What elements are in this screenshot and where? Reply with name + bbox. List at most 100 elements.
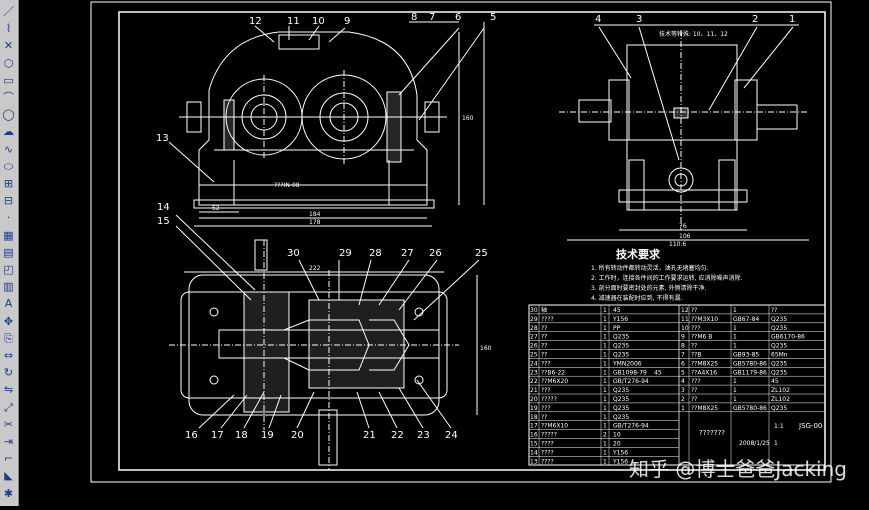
bom-cell: ???	[541, 360, 551, 367]
rotate-tool-icon[interactable]: ↻	[3, 366, 14, 380]
bom-cell: PP	[613, 325, 621, 332]
bom-cell: 17	[530, 423, 538, 430]
mirror-tool-icon[interactable]: ⇋	[3, 383, 14, 397]
title-block-date: 2008/1/25	[739, 440, 770, 447]
region-tool-icon[interactable]: ◰	[3, 263, 14, 276]
balloon: 24	[445, 430, 458, 441]
bom-cell: Q235	[771, 405, 787, 412]
drawing-canvas[interactable]: 12 11 10 9 8 7 6 5 13 52 184 178 160 ???…	[19, 0, 869, 506]
circle-tool-icon[interactable]: ◯	[2, 108, 15, 122]
hatch-tool-icon[interactable]: ▦	[3, 228, 14, 242]
balloon: 6	[455, 12, 461, 23]
bom-cell: ??	[691, 343, 697, 350]
stretch-tool-icon[interactable]: ⇔	[3, 349, 14, 362]
bom-cell: 1	[603, 405, 607, 412]
bom-cell: ?????	[541, 432, 557, 439]
bom-cell: Q235	[771, 369, 787, 376]
fillet-tool-icon[interactable]: ⌐	[3, 452, 14, 466]
copy-tool-icon[interactable]: ⎘	[4, 331, 13, 345]
cad-drawing[interactable]: 12 11 10 9 8 7 6 5 13 52 184 178 160 ???…	[19, 0, 869, 506]
plan-view	[169, 214, 480, 470]
trim-tool-icon[interactable]: ✂	[3, 417, 14, 431]
balloon: 18	[235, 430, 248, 441]
insert-block-tool-icon[interactable]: ⊞	[3, 177, 14, 190]
bom-cell: 1	[603, 334, 607, 341]
watermark: 知乎 @博士爸爸Jacking	[628, 457, 847, 481]
construction-line-tool-icon[interactable]: ✕	[3, 39, 14, 53]
bom-cell: 1	[733, 334, 737, 341]
balloon: 30	[287, 248, 300, 259]
bom-cell: 1	[733, 307, 737, 314]
bom-cell: 1	[603, 343, 607, 350]
polygon-tool-icon[interactable]: ⬡	[3, 56, 14, 70]
bom-cell: Q235	[613, 387, 629, 394]
bom-cell: ??B6-22	[541, 369, 565, 376]
bom-cell: 1	[733, 387, 737, 394]
bom-cell: 25	[530, 352, 538, 359]
balloon: 16	[185, 430, 198, 441]
bom-cell: GB5780-86	[733, 405, 767, 412]
bom-cell: 1	[603, 369, 607, 376]
point-tool-icon[interactable]: ·	[6, 211, 11, 225]
rectangle-tool-icon[interactable]: ▭	[3, 73, 14, 87]
balloon: 25	[475, 248, 488, 259]
arc-tool-icon[interactable]: ⌒	[3, 91, 14, 104]
bom-cell: Q235	[613, 334, 629, 341]
table-tool-icon[interactable]: ▥	[3, 280, 14, 294]
balloon: 14	[157, 202, 170, 213]
revision-cloud-tool-icon[interactable]: ☁	[3, 125, 14, 139]
front-view-balloons: 12 11 10 9 8 7 6 5 13	[156, 12, 496, 144]
balloon: 29	[339, 248, 352, 259]
bom-cell: 26	[530, 343, 538, 350]
make-block-tool-icon[interactable]: ⊟	[3, 194, 14, 208]
balloon: 3	[636, 14, 642, 25]
bom-cell: 4	[681, 378, 685, 385]
plan-view-balloons: 14 15 30 29 28 27 26 25 16 17 18 19 20 2…	[157, 202, 488, 441]
bom-cell: 1	[603, 414, 607, 421]
bom-cell: 1	[603, 458, 607, 465]
balloon: 27	[401, 248, 414, 259]
line-tool-icon[interactable]: ／	[3, 5, 14, 18]
bom-cell: 1	[603, 441, 607, 448]
dimension-label: 76	[679, 223, 687, 230]
balloon: 22	[391, 430, 404, 441]
bom-cell: 28	[530, 325, 538, 332]
bom-cell: ??M8X25	[691, 360, 718, 367]
bom-cell: 1	[681, 405, 685, 412]
dimension-label: 160	[462, 115, 474, 122]
note-line: 2. 工作时，连接各件间的工作要求运转, 应消除噪声消除.	[591, 274, 742, 282]
polyline-tool-icon[interactable]: ⌇	[5, 22, 12, 36]
gradient-tool-icon[interactable]: ▤	[3, 245, 14, 259]
bom-cell: Q235	[771, 343, 787, 350]
bom-cell: 9	[681, 334, 685, 341]
mtext-tool-icon[interactable]: A	[4, 297, 13, 311]
bom-cell: ???	[541, 387, 551, 394]
dimension-label: 52	[212, 205, 220, 212]
plan-view-dims: 222 160	[309, 265, 492, 352]
explode-tool-icon[interactable]: ✱	[3, 486, 14, 500]
spline-tool-icon[interactable]: ∿	[3, 142, 14, 156]
view-note: ???IN-08	[274, 182, 300, 189]
bom-cell: Q235	[771, 360, 787, 367]
bom-cell: GB6170-86	[771, 334, 805, 341]
bom-cell: 1	[603, 325, 607, 332]
bom-cell: Q235	[771, 325, 787, 332]
front-view	[168, 21, 485, 227]
bom-cell: 29	[530, 316, 538, 323]
bom-cell: 45	[771, 378, 779, 385]
bom-cell: 23	[530, 369, 538, 376]
chamfer-tool-icon[interactable]: ◣	[4, 469, 13, 483]
move-tool-icon[interactable]: ✥	[3, 314, 14, 328]
bom-cell: 1	[603, 387, 607, 394]
title-block-scale: 1:1	[774, 423, 784, 430]
ellipse-tool-icon[interactable]: ⬭	[3, 159, 14, 173]
bom-cell: ???	[541, 405, 551, 412]
bom-cell: 1	[603, 307, 607, 314]
bom-cell: 1	[733, 343, 737, 350]
bom-cell: 24	[530, 360, 538, 367]
bom-cell: 10	[681, 325, 689, 332]
scale-tool-icon[interactable]: ⤢	[4, 400, 13, 414]
bom-cell: ????	[541, 449, 554, 456]
extend-tool-icon[interactable]: ⇥	[3, 435, 14, 448]
